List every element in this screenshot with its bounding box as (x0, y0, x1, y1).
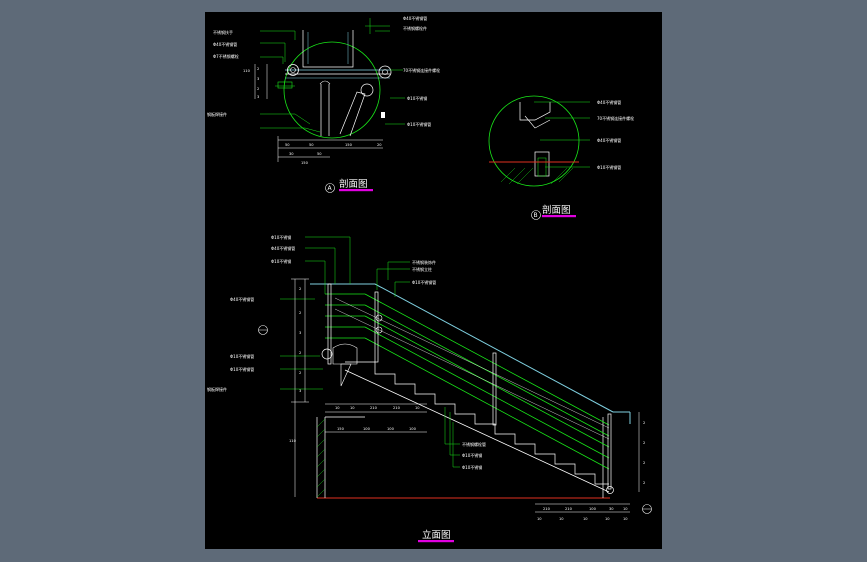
dim: 3 (299, 331, 301, 335)
dim: 150 (337, 427, 345, 431)
label: Φ10不锈钢管 (230, 353, 254, 359)
label: Φ40不锈钢管 (597, 137, 621, 143)
dim: 210 (370, 406, 378, 410)
dim: 3 (299, 389, 301, 393)
label: 70不锈钢连接件螺栓 (403, 67, 440, 73)
elevation-dims: 2 2 3 2 2 3 110 10 10 210 210 10 150 100… (289, 287, 645, 521)
dim: 100 (409, 427, 417, 431)
label: 不锈钢螺栓件 (403, 25, 427, 31)
dim: 20 (377, 143, 382, 147)
dim: 10 (623, 517, 628, 521)
label: Φ10不锈钢管 (597, 164, 621, 170)
label: Φ10不锈钢 (271, 258, 291, 264)
label: Φ10不锈钢管 (412, 279, 436, 285)
drawing-sheet: Φ40不锈钢管 不锈钢螺栓件 不锈钢扶手 Φ40不锈钢管 Φ7不锈钢螺栓 70不… (205, 12, 662, 549)
detail-a: Φ40不锈钢管 不锈钢螺栓件 不锈钢扶手 Φ40不锈钢管 Φ7不锈钢螺栓 70不… (207, 15, 440, 193)
detail-a-circle (283, 41, 381, 139)
elevation: Φ10不锈钢 Φ40不锈钢管 Φ10不锈钢 Φ40不锈钢管 不锈钢装饰件 不锈钢… (207, 234, 652, 543)
dim: 2 (643, 461, 645, 465)
dim: 150 (301, 161, 309, 165)
dim: 110 (289, 439, 297, 443)
dim: 210 (393, 406, 401, 410)
dim: 110 (243, 69, 251, 73)
label: Φ40不锈钢管 (213, 41, 237, 47)
detail-b: Φ40不锈钢管 70不锈钢连接件螺栓 Φ40不锈钢管 Φ10不锈钢管 B 剖面图 (488, 95, 634, 220)
elevation-underline (418, 540, 454, 543)
dim: 10 (559, 517, 564, 521)
dim: 100 (387, 427, 395, 431)
label: 不锈钢立柱 (412, 266, 432, 272)
dim: 2 (299, 311, 301, 315)
dim: 10 (623, 507, 628, 511)
dim: 10 (350, 406, 355, 410)
dim: 150 (345, 143, 353, 147)
detail-b-circle (488, 95, 580, 187)
dim: 10 (415, 406, 420, 410)
label: Φ10不锈钢管 (230, 366, 254, 372)
label: 70不锈钢连接件螺栓 (597, 115, 634, 121)
dim: 30 (289, 152, 294, 156)
dim: 2 (643, 481, 645, 485)
cad-drawing: Φ40不锈钢管 不锈钢螺栓件 不锈钢扶手 Φ40不锈钢管 Φ7不锈钢螺栓 70不… (207, 15, 652, 543)
dim: 2 (257, 87, 259, 91)
section-a-underline (339, 189, 373, 192)
label: Φ10不锈钢 (271, 234, 291, 240)
dim: 100 (589, 507, 597, 511)
label: 钢板焊接件 (207, 386, 227, 392)
label: 不锈钢螺栓管 (462, 441, 486, 447)
dim: 10 (537, 517, 542, 521)
dim: 10 (335, 406, 340, 410)
label: Φ10不锈钢 (407, 95, 427, 101)
dim: 50 (285, 143, 290, 147)
label: Φ7不锈钢螺栓 (213, 53, 239, 59)
section-b-underline (542, 215, 576, 218)
elevation-title: 立面图 (422, 529, 451, 541)
section-tag-a: A (328, 185, 333, 192)
dim: 50 (309, 143, 314, 147)
section-b-title: 剖面图 (542, 204, 571, 216)
label: Φ10不锈钢 (462, 464, 482, 470)
dim: 3 (257, 95, 259, 99)
dim: 50 (317, 152, 322, 156)
dim: 10 (583, 517, 588, 521)
dim: 100 (363, 427, 371, 431)
label: Φ10不锈钢 (462, 452, 482, 458)
elevation-labels: Φ10不锈钢 Φ40不锈钢管 Φ10不锈钢 Φ40不锈钢管 不锈钢装饰件 不锈钢… (207, 234, 486, 470)
label: Φ40不锈钢管 (403, 15, 427, 21)
dim: 210 (543, 507, 551, 511)
label: Φ40不锈钢管 (230, 296, 254, 302)
dim: 2 (299, 287, 301, 291)
label: 不锈钢扶手 (213, 29, 233, 35)
label: Φ40不锈钢管 (597, 99, 621, 105)
label: Φ40不锈钢管 (271, 245, 295, 251)
dim: 3 (257, 77, 259, 81)
detail-a-labels: Φ40不锈钢管 不锈钢螺栓件 不锈钢扶手 Φ40不锈钢管 Φ7不锈钢螺栓 70不… (207, 15, 440, 127)
label: 不锈钢装饰件 (412, 259, 436, 265)
dim: 2 (299, 351, 301, 355)
section-tag-b: B (534, 212, 538, 219)
dim: 2 (643, 441, 645, 445)
dim: 2 (299, 371, 301, 375)
dim: 210 (565, 507, 573, 511)
dim: 30 (609, 507, 614, 511)
label: 钢板焊接件 (207, 111, 227, 117)
dim: 2 (643, 421, 645, 425)
dim: 2 (257, 67, 259, 71)
detail-a-dims: 110 2 3 2 3 50 50 150 20 30 50 150 (243, 67, 382, 165)
section-a-title: 剖面图 (339, 178, 368, 190)
label: Φ10不锈钢管 (407, 121, 431, 127)
dim: 10 (605, 517, 610, 521)
